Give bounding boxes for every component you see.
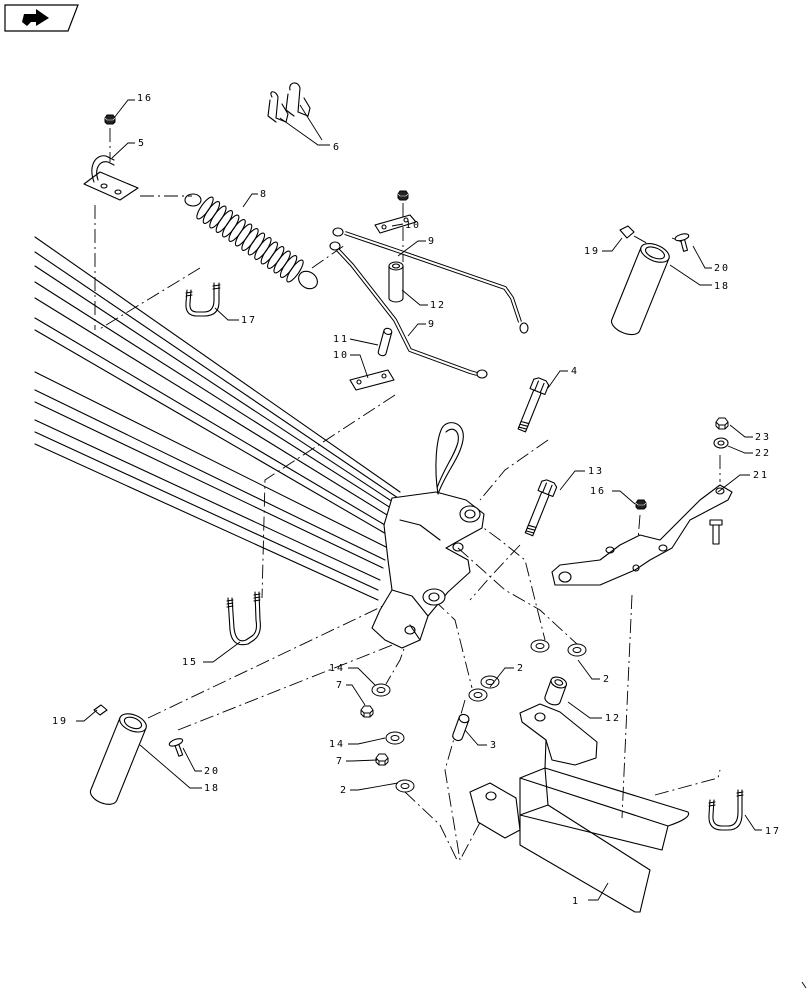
callout-label: 13 — [588, 466, 604, 477]
clip-19-lower — [93, 704, 108, 716]
nut-23 — [715, 417, 729, 430]
nut-16-right — [635, 499, 647, 510]
u-bolt-17-lower — [708, 789, 744, 831]
callout-label: 6 — [333, 142, 341, 153]
tension-spring — [184, 193, 318, 290]
callout-label: 18 — [204, 783, 220, 794]
callout-label: 19 — [584, 246, 600, 257]
nut-7-upper — [360, 705, 374, 718]
callout-label: 2 — [603, 674, 611, 685]
washer-2 — [468, 688, 488, 702]
link-rods — [329, 227, 529, 379]
callout-label: 1 — [572, 896, 580, 907]
callout-label: 11 — [333, 334, 349, 345]
link-plate-10-upper — [374, 214, 417, 234]
link-plate-10-lower — [349, 369, 395, 391]
bolt-under-plate — [709, 519, 723, 545]
callout-labels: 16 5 6 8 10 9 12 11 9 10 17 19 20 18 4 2… — [52, 93, 781, 907]
centerlines — [94, 128, 721, 863]
callout-label: 9 — [428, 319, 436, 330]
callout-label: 2 — [340, 785, 348, 796]
callout-label: 8 — [260, 189, 268, 200]
u-bolt-17-top — [185, 282, 221, 317]
bolt-13 — [524, 479, 558, 537]
tube-pin-18-top — [610, 243, 670, 336]
corner-tick — [801, 981, 807, 989]
callout-label: 14 — [329, 739, 345, 750]
callout-label: 3 — [490, 740, 498, 751]
callout-label: 20 — [204, 766, 220, 777]
nav-arrow-button[interactable] — [4, 4, 79, 32]
clip-19-top — [619, 225, 635, 239]
callout-label: 21 — [753, 470, 769, 481]
callout-label: 14 — [329, 663, 345, 674]
callout-label: 18 — [714, 281, 730, 292]
callout-label: 4 — [571, 366, 579, 377]
nut-7-lower — [375, 753, 389, 766]
hair-pin-clips — [267, 82, 311, 123]
nut-top-plate — [397, 190, 409, 201]
washer-2 — [480, 675, 500, 689]
callout-label: 12 — [605, 713, 621, 724]
callout-label: 16 — [590, 486, 606, 497]
callout-label: 10 — [405, 220, 421, 231]
callout-label: 17 — [241, 315, 257, 326]
link-plate-21 — [551, 484, 733, 586]
callout-label: 23 — [755, 432, 771, 443]
callout-label: 7 — [336, 680, 344, 691]
callout-label: 2 — [517, 663, 525, 674]
nut-16-top — [104, 114, 116, 125]
hinge-bracket — [371, 422, 485, 649]
callout-label: 22 — [755, 448, 771, 459]
tube-pin-18-lower — [89, 713, 147, 805]
arrow-right-icon — [22, 9, 49, 26]
callout-label: 12 — [430, 300, 446, 311]
callout-label: 17 — [765, 826, 781, 837]
pin-3 — [452, 713, 470, 742]
u-bolt-15 — [226, 591, 261, 646]
callout-label: 19 — [52, 716, 68, 727]
callout-label: 9 — [428, 236, 436, 247]
bushing-12-upper — [388, 261, 404, 303]
bushing-12-lower — [544, 676, 567, 706]
leader-lines — [76, 99, 762, 901]
spring-bracket — [83, 155, 139, 201]
washer-2 — [567, 643, 587, 657]
bolt-4 — [517, 377, 550, 433]
main-beam — [34, 236, 401, 601]
washer-22 — [713, 437, 729, 449]
hook-loop — [435, 422, 464, 495]
washer-2 — [395, 779, 415, 793]
callout-label: 15 — [182, 657, 198, 668]
callout-label: 10 — [333, 350, 349, 361]
main-frame — [469, 703, 690, 913]
pin-11 — [377, 327, 393, 357]
callout-label: 5 — [138, 138, 146, 149]
washer-14-lower — [385, 731, 405, 745]
callout-label: 16 — [137, 93, 153, 104]
pin-20-lower — [168, 738, 184, 757]
washer-2 — [530, 639, 550, 653]
callout-label: 20 — [714, 263, 730, 274]
pin-20-top — [674, 233, 690, 252]
washer-14-upper — [371, 683, 391, 697]
callout-label: 7 — [336, 756, 344, 767]
